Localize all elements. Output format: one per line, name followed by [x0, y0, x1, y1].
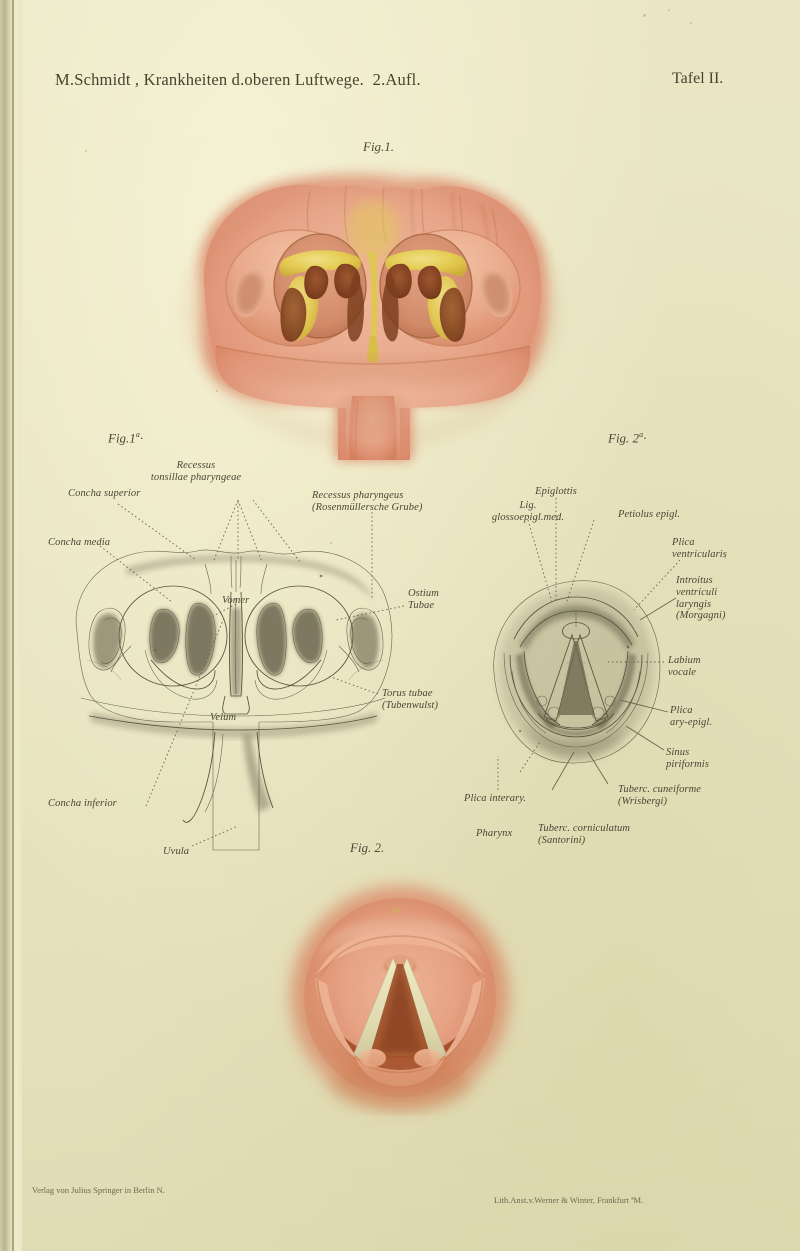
- label-labium-vocale: Labium vocale: [668, 655, 701, 678]
- paper-speck: [724, 557, 726, 559]
- scan-gutter: [0, 0, 22, 1251]
- figure-2-larynx-colour: [275, 880, 525, 1120]
- scan-gutter-line: [12, 0, 14, 1251]
- paper-speck: [85, 150, 87, 152]
- label-tuberc-corniculatum: Tuberc. corniculatum (Santorini): [538, 823, 631, 846]
- plate-number: Tafel II.: [672, 70, 724, 87]
- label-recessus-pharyngeus: Recessus pharyngeus (Rosenmüllersche Gru…: [312, 490, 423, 513]
- paper-speck: [330, 542, 332, 544]
- caption-fig2: Fig. 2.: [350, 840, 385, 855]
- label-plica-interary: Plica interary.: [464, 793, 527, 804]
- plate-header-title: M.Schmidt , Krankheiten d.oberen Luftweg…: [55, 70, 421, 89]
- label-epiglottis: Epiglottis: [535, 486, 577, 497]
- figure-2a-larynx-line: [480, 555, 670, 790]
- label-concha-superior: Concha superior: [68, 488, 141, 499]
- footer-lithographer: Lith.Anst.v.Werner & Winter, Frankfurt ª…: [494, 1195, 644, 1205]
- caption-fig1: Fig.1.: [363, 139, 395, 154]
- paper-speck: [216, 390, 218, 392]
- label-petiolus-epigl: Petiolus epigl.: [618, 509, 681, 520]
- caption-fig1a: Fig.1a·: [108, 430, 144, 446]
- label-introitus-ventriculi: Introitus ventriculi laryngis (Morgagni): [676, 575, 726, 622]
- paper-speck: [643, 14, 646, 17]
- paper-speck: [668, 9, 670, 11]
- paper-speck: [690, 22, 692, 24]
- label-vomer: Vomer: [222, 595, 250, 606]
- label-tuberc-cuneiforme: Tuberc. cuneiforme (Wrisbergi): [618, 784, 702, 807]
- label-concha-inferior: Concha inferior: [48, 798, 117, 809]
- label-concha-media: Concha media: [48, 537, 111, 548]
- caption-fig2a: Fig. 2a·: [608, 430, 647, 446]
- label-sinus-piriformis: Sinus piriformis: [666, 747, 710, 770]
- figure-1-nasopharynx-colour: [160, 160, 580, 461]
- label-torus-tubae: Torus tubae (Tubenwulst): [382, 688, 439, 711]
- label-velum: Velum: [210, 712, 237, 723]
- label-uvula: Uvula: [163, 846, 190, 857]
- label-lig-glossoepigl-med: Lig. glossoepigl.med.: [491, 500, 565, 523]
- label-plica-ventricularis: Plica ventricularis: [672, 537, 727, 560]
- label-plica-ary-epigl: Plica ary-epigl.: [670, 705, 713, 728]
- figure-1a-nasopharynx-line: [55, 520, 415, 851]
- footer-publisher: Verlag von Julius Springer in Berlin N.: [32, 1185, 165, 1195]
- label-ostium-tubae: Ostium Tubae: [408, 588, 439, 611]
- label-pharynx: Pharynx: [476, 828, 513, 839]
- label-recessus-tonsillae: Recessus tonsillae pharyngeae: [150, 460, 242, 483]
